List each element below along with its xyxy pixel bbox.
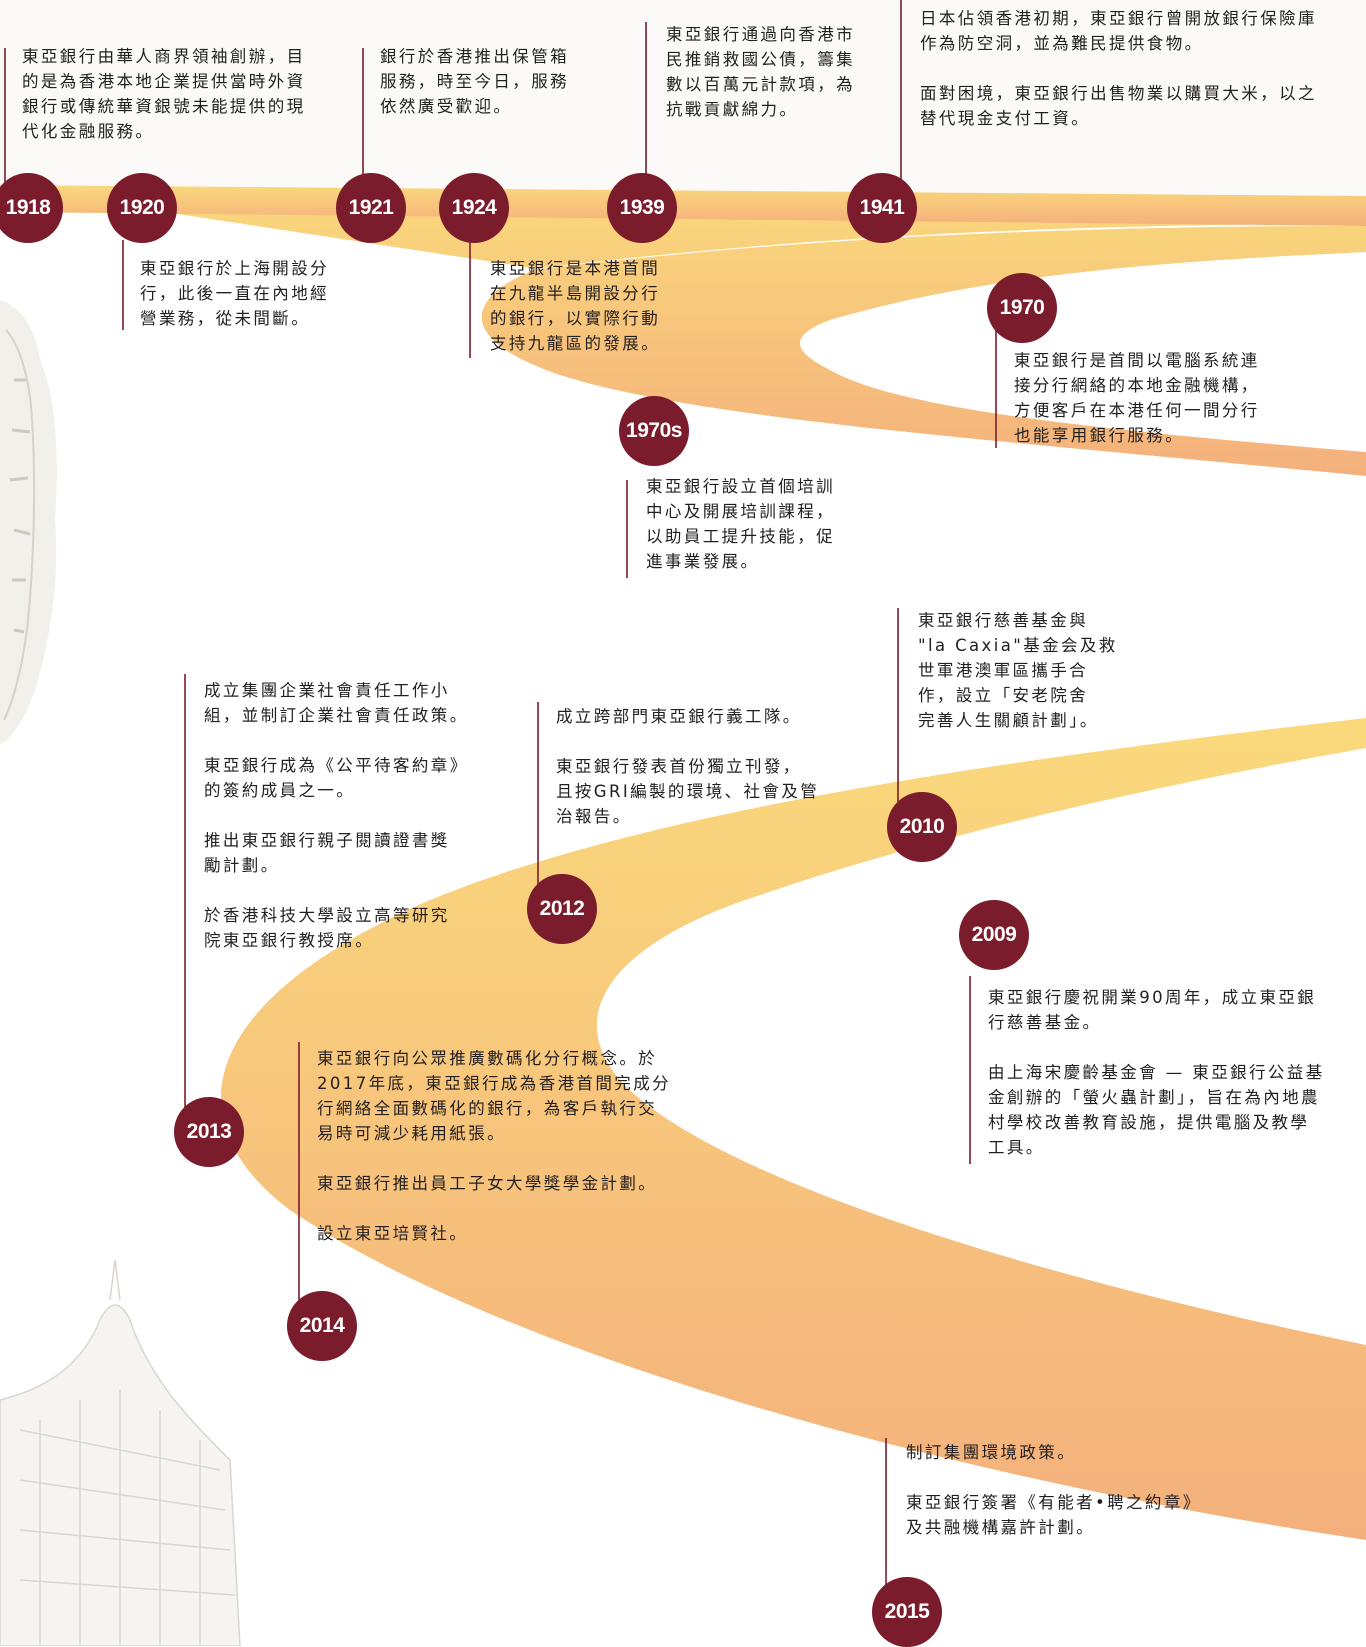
event-paragraph: 東亞銀行成為《公平待客約章》 的簽約成員之一。 [204,756,469,800]
event-paragraph: 東亞銀行通過向香港市 民推銷救國公債，籌集 數以百萬元計款項，為 抗戰貢獻綿力。 [666,25,855,119]
year-marker-1920: 1920 [107,173,177,243]
event-paragraph: 推出東亞銀行親子閱讀證書獎 勵計劃。 [204,831,450,875]
year-marker-1941: 1941 [847,173,917,243]
event-text-2009: 東亞銀行慶祝開業90周年，成立東亞銀 行慈善基金。由上海宋慶齡基金會 — 東亞銀… [988,985,1366,1160]
event-paragraph: 於香港科技大學設立高等研究 院東亞銀行教授席。 [204,906,450,950]
event-paragraph: 東亞銀行由華人商界領袖創辦，目 的是為香港本地企業提供當時外資 銀行或傳統華資銀… [22,47,306,141]
event-text-1970s: 東亞銀行設立首個培訓 中心及開展培訓課程， 以助員工提升技能，促 進事業發展。 [646,474,866,574]
year-marker-2009: 2009 [959,900,1029,970]
connector-lines [4,0,997,1600]
seal-illustration [0,300,57,745]
timeline-road-lower [221,718,1366,1540]
event-text-2010: 東亞銀行慈善基金與 "la Caxia"基金会及救 世軍港澳軍區攜手合 作，設立… [918,608,1128,733]
year-marker-1918: 1918 [0,173,63,243]
event-paragraph: 東亞銀行慈善基金與 "la Caxia"基金会及救 世軍港澳軍區攜手合 作，設立… [918,611,1118,730]
event-text-1970: 東亞銀行是首間以電腦系統連 接分行網絡的本地金融機構， 方便客戶在本港任何一間分… [1014,348,1304,448]
event-paragraph: 東亞銀行於上海開設分 行，此後一直在內地經 營業務，從未間斷。 [140,259,329,328]
year-marker-2014: 2014 [287,1291,357,1361]
event-paragraph: 東亞銀行推出員工子女大學獎學金計劃。 [317,1174,658,1193]
year-marker-1924: 1924 [439,173,509,243]
timeline-road-band [0,187,1366,476]
event-paragraph: 東亞銀行是首間以電腦系統連 接分行網絡的本地金融機構， 方便客戶在本港任何一間分… [1014,351,1260,445]
event-paragraph: 日本佔領香港初期，東亞銀行曾開放銀行保險庫 作為防空洞，並為難民提供食物。 [920,9,1317,53]
event-paragraph: 東亞銀行是本港首間 在九龍半島開設分行 的銀行，以實際行動 支持九龍區的發展。 [490,259,661,353]
year-marker-1939: 1939 [607,173,677,243]
event-paragraph: 制訂集團環境政策。 [906,1443,1077,1462]
year-marker-2015: 2015 [872,1577,942,1647]
event-text-2014: 東亞銀行向公眾推廣數碼化分行概念。於 2017年底，東亞銀行成為香港首間完成分 … [317,1046,737,1246]
event-text-1939: 東亞銀行通過向香港市 民推銷救國公債，籌集 數以百萬元計款項，為 抗戰貢獻綿力。 [666,22,886,122]
event-text-1920: 東亞銀行於上海開設分 行，此後一直在內地經 營業務，從未間斷。 [140,256,370,331]
event-paragraph: 成立集團企業社會責任工作小 組，並制訂企業社會責任政策。 [204,681,469,725]
year-marker-1970s: 1970s [619,396,689,466]
event-paragraph: 銀行於香港推出保管箱 服務，時至今日，服務 依然廣受歡迎。 [380,47,569,116]
event-text-2013: 成立集團企業社會責任工作小 組，並制訂企業社會責任政策。東亞銀行成為《公平待客約… [204,678,514,953]
event-text-1921: 銀行於香港推出保管箱 服務，時至今日，服務 依然廣受歡迎。 [380,44,610,119]
year-marker-2013: 2013 [174,1097,244,1167]
year-marker-2010: 2010 [887,792,957,862]
event-text-1924: 東亞銀行是本港首間 在九龍半島開設分行 的銀行，以實際行動 支持九龍區的發展。 [490,256,700,356]
building-illustration [0,1259,241,1646]
event-paragraph: 東亞銀行簽署《有能者•聘之約章》 及共融機構嘉許計劃。 [906,1493,1202,1537]
event-text-1918: 東亞銀行由華人商界領袖創辦，目 的是為香港本地企業提供當時外資 銀行或傳統華資銀… [22,44,342,144]
event-paragraph: 東亞銀行發表首份獨立刊發， 且按GRI編製的環境、社會及管 治報告。 [556,757,820,826]
top-background [0,0,1366,210]
year-marker-1970: 1970 [987,273,1057,343]
event-paragraph: 東亞銀行慶祝開業90周年，成立東亞銀 行慈善基金。 [988,988,1317,1032]
event-paragraph: 東亞銀行設立首個培訓 中心及開展培訓課程， 以助員工提升技能，促 進事業發展。 [646,477,835,571]
event-text-2015: 制訂集團環境政策。東亞銀行簽署《有能者•聘之約章》 及共融機構嘉許計劃。 [906,1440,1246,1540]
event-paragraph: 設立東亞培賢社。 [317,1224,469,1243]
event-paragraph: 成立跨部門東亞銀行義工隊。 [556,707,802,726]
year-marker-1921: 1921 [336,173,406,243]
event-text-1941: 日本佔領香港初期，東亞銀行曾開放銀行保險庫 作為防空洞，並為難民提供食物。面對困… [920,6,1366,131]
year-marker-2012: 2012 [527,874,597,944]
event-paragraph: 面對困境，東亞銀行出售物業以購買大米，以之 替代現金支付工資。 [920,84,1317,128]
event-paragraph: 由上海宋慶齡基金會 — 東亞銀行公益基 金創辦的「螢火蟲計劃」，旨在為內地農 村… [988,1063,1325,1157]
event-text-2012: 成立跨部門東亞銀行義工隊。東亞銀行發表首份獨立刊發， 且按GRI編製的環境、社會… [556,704,856,829]
event-paragraph: 東亞銀行向公眾推廣數碼化分行概念。於 2017年底，東亞銀行成為香港首間完成分 … [317,1049,671,1143]
